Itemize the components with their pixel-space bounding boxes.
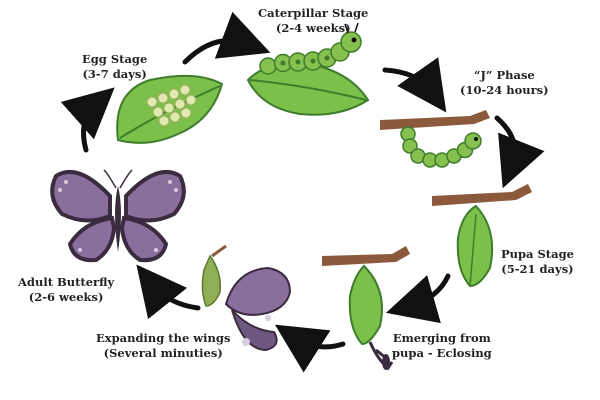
emerging-stage-label: Emerging from pupa - Eclosing bbox=[392, 331, 492, 361]
egg-stage-title: Egg Stage bbox=[82, 52, 148, 66]
expanding-stage-title: Expanding the wings bbox=[96, 331, 231, 345]
pupa-branch bbox=[432, 184, 532, 206]
arrow-pupa-to-emerging bbox=[385, 273, 451, 324]
arrow-egg-to-caterpillar bbox=[182, 11, 271, 65]
empty-pupa-case bbox=[201, 254, 222, 307]
expanding-wings-illustration bbox=[201, 244, 292, 352]
butterfly-antennae bbox=[103, 169, 133, 189]
egg-stage-label: Egg Stage (3-7 days) bbox=[82, 52, 147, 82]
butterfly-right-lower-wing bbox=[119, 215, 169, 263]
adult-butterfly-illustration bbox=[50, 169, 186, 263]
arrow-caterpillar-to-j bbox=[382, 57, 447, 113]
egg-cluster bbox=[146, 84, 197, 127]
j-branch bbox=[380, 110, 490, 130]
adult-stage-title: Adult Butterfly bbox=[18, 275, 115, 289]
expanding-upper-wing bbox=[224, 266, 292, 316]
pupa-stage-label: Pupa Stage (5-21 days) bbox=[501, 247, 574, 277]
j-caterpillar-head bbox=[464, 132, 482, 150]
caterpillar-leaf-vein bbox=[249, 79, 367, 101]
adult-stage-duration: (2-6 weeks) bbox=[28, 290, 104, 304]
caterpillar-stage-duration: (2-4 weeks) bbox=[275, 21, 351, 35]
pupa-stage-title: Pupa Stage bbox=[501, 247, 574, 261]
caterpillar-stage-title: Caterpillar Stage bbox=[258, 6, 369, 20]
expanding-stage-label: Expanding the wings (Several minuties) bbox=[96, 331, 230, 361]
adult-stage-label: Adult Butterfly (2-6 weeks) bbox=[18, 275, 114, 305]
cycle-arrows bbox=[60, 11, 545, 373]
emerging-chrysalis bbox=[348, 264, 383, 346]
caterpillar-body bbox=[259, 31, 362, 75]
caterpillar-stage-illustration bbox=[246, 22, 370, 116]
butterfly-body bbox=[115, 186, 121, 252]
caterpillar-head bbox=[340, 31, 362, 53]
caterpillar-stage-label: Caterpillar Stage (2-4 weeks) bbox=[258, 6, 368, 36]
arrow-adult-to-egg bbox=[60, 87, 115, 153]
butterfly-left-lower-wing bbox=[67, 215, 117, 263]
butterfly-left-upper-wing bbox=[50, 170, 112, 223]
expanding-stage-duration: (Several minuties) bbox=[103, 346, 223, 360]
j-phase-label: “J” Phase (10-24 hours) bbox=[460, 68, 549, 98]
pupa-stage-duration: (5-21 days) bbox=[501, 262, 574, 276]
egg-stage-duration: (3-7 days) bbox=[82, 67, 147, 81]
emerging-butterfly bbox=[382, 354, 390, 370]
emerging-illustration bbox=[322, 246, 410, 371]
j-caterpillar-body bbox=[400, 126, 482, 168]
emerging-branch bbox=[322, 246, 410, 266]
pupa-illustration bbox=[432, 184, 532, 288]
arrow-expanding-to-adult bbox=[136, 264, 201, 320]
j-phase-illustration bbox=[380, 110, 490, 168]
arrow-j-to-pupa bbox=[494, 115, 545, 189]
egg-stage-illustration bbox=[116, 74, 224, 144]
j-phase-title: “J” Phase bbox=[473, 68, 535, 82]
emerging-stage-title: Emerging from bbox=[392, 331, 491, 345]
emerging-stage-duration: pupa - Eclosing bbox=[392, 346, 492, 360]
butterfly-right-upper-wing bbox=[124, 170, 186, 223]
arrow-emerging-to-expanding bbox=[274, 324, 346, 373]
j-phase-duration: (10-24 hours) bbox=[460, 83, 549, 97]
